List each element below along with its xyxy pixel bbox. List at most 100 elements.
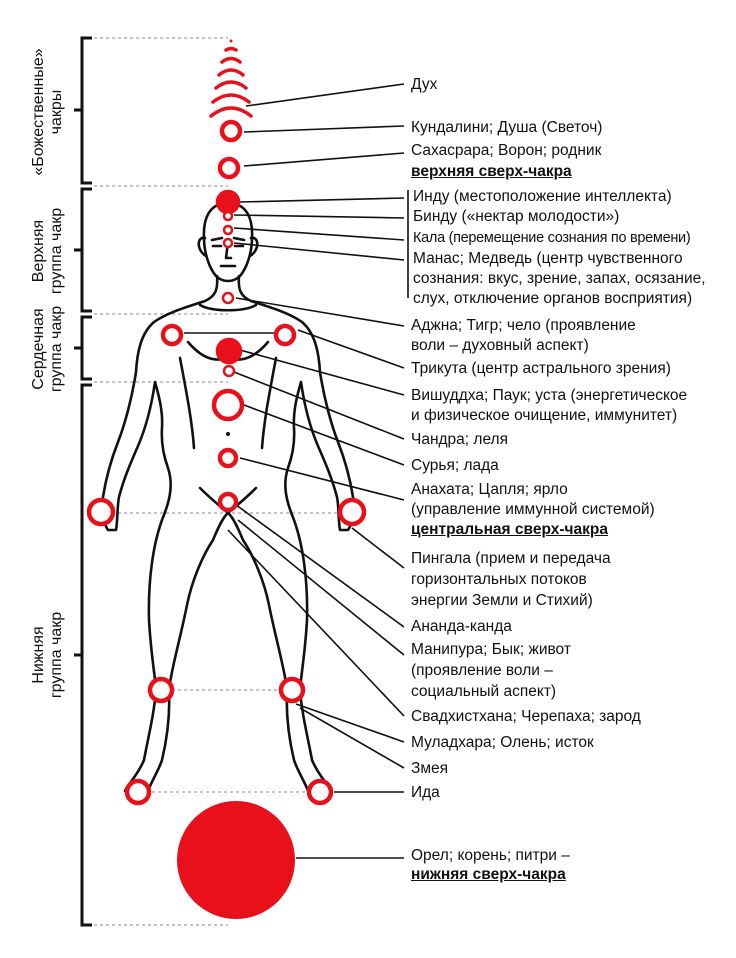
leader-manas (233, 242, 405, 261)
chakra-foot-right (306, 778, 334, 806)
leader-trikuta (297, 329, 405, 369)
leader-ananda (231, 501, 405, 628)
torso-detail-right (260, 356, 278, 450)
chakra-ajna (221, 291, 235, 305)
leader-pingala (351, 527, 405, 569)
hip-lines (198, 486, 258, 515)
face-brow (210, 236, 246, 242)
leader-indu (239, 197, 405, 203)
label-manipura-1: Манипура; Бык; живот (411, 641, 571, 658)
group-label-upper: Верхняя группа чакр (30, 208, 66, 294)
chakra-earth (177, 801, 295, 919)
chakra-circles (86, 119, 367, 919)
chakra-manas (222, 237, 234, 249)
bracket-upper (80, 187, 92, 313)
group-brackets (80, 36, 92, 927)
group-label-line: Сердечная (30, 308, 47, 390)
torso-detail-left (178, 356, 196, 450)
label-ananda: Ананда-канда (411, 618, 512, 635)
label-orel-2: нижняя сверх-чакра (411, 864, 566, 885)
central-super-text: центральная сверх-чакра (411, 521, 608, 538)
label-vishuddha-2: и физическое очищение, иммунитет) (411, 407, 678, 424)
label-bindu: Бинду («нектар молодости») (413, 208, 620, 225)
chakra-indu (215, 189, 241, 215)
bracket-ticks (74, 108, 82, 657)
chakra-dot (226, 432, 230, 436)
group-label-line: чакры (48, 89, 65, 135)
leader-ajna (235, 297, 405, 327)
leader-kundalini (243, 125, 405, 133)
label-duh: Дух (411, 76, 438, 93)
upper-super-text: верхняя сверх-чакра (411, 163, 572, 180)
chakra-knee-left (147, 676, 175, 704)
ear-left (197, 236, 208, 258)
leader-muladhara (295, 703, 405, 743)
chakra-surya-right (273, 323, 297, 347)
label-pingala-3: энергии Земли и Стихий) (411, 592, 593, 609)
divine-waves (209, 39, 253, 118)
body-outline (101, 201, 355, 795)
label-manipura-3: социальный аспект) (411, 683, 557, 700)
chakra-bindu (222, 210, 234, 222)
label-anahata-2: (управление иммунной системой) (411, 501, 655, 518)
label-manas-1: Манас; Медведь (центр чувственного (413, 250, 683, 267)
label-kala: Кала (перемещение сознания по времени) (413, 230, 691, 246)
chakra-hand-right (337, 497, 367, 527)
leader-surya (243, 404, 405, 466)
bracket-heart (80, 315, 92, 381)
group-label-divine: «Божественные» чакры (30, 48, 66, 175)
chakra-knee-right (278, 676, 306, 704)
chakra-svadhi (217, 491, 239, 513)
label-manas-3: слух, отключение органов восприятия) (413, 290, 693, 307)
label-trikuta: Трикута (центр астрального зрения) (411, 360, 671, 377)
leader-kala (233, 227, 405, 241)
dashed-guides (94, 37, 340, 926)
leader-vishuddha (239, 349, 405, 396)
chakra-vishuddha (215, 337, 243, 365)
group-label-heart: Сердечная группа чакр (30, 306, 66, 392)
chakra-sahasrara (217, 156, 241, 180)
label-surya: Сурья; лада (411, 457, 499, 474)
leader-chandra (233, 371, 405, 440)
chakra-anahata (211, 388, 245, 422)
chakra-foot-left (124, 778, 152, 806)
chakra-small-throat (222, 364, 236, 378)
label-anahata-1: Анахата; Цапля; ярло (411, 481, 568, 498)
label-vishuddha-1: Вишуддха; Паук; уста (энергетическое (411, 387, 688, 404)
leader-svadhi (227, 529, 405, 717)
label-manipura-2: (проявление воли – (411, 662, 553, 679)
label-indu: Инду (местоположение интеллекта) (413, 188, 672, 205)
group-label-line: группа чакр (48, 207, 65, 295)
lower-super-text: нижняя сверх-чакра (411, 866, 566, 883)
group-label-line: группа чакр (48, 305, 65, 393)
label-zmeya: Змея (411, 760, 449, 777)
leader-lines (184, 83, 409, 859)
label-chandra: Чандра; леля (411, 431, 508, 448)
leader-manipura (237, 519, 405, 656)
label-ida: Ида (411, 784, 440, 801)
bracket-lower (80, 383, 92, 927)
label-pingala-2: горизонтальных потоков (411, 571, 587, 588)
group-label-line: Нижняя (30, 626, 47, 684)
label-pingala-1: Пингала (прием и передача (411, 550, 611, 567)
chakra-hand-left (86, 497, 116, 527)
label-svadhi: Свадхистхана; Черепаха; зарод (411, 708, 641, 725)
ear-right (248, 236, 259, 258)
label-ajna-2: воли – духовный аспект) (411, 337, 589, 354)
label-muladhara: Муладхара; Олень; исток (411, 734, 594, 751)
leader-sahasrara (243, 152, 405, 167)
label-upper-super: верхняя сверх-чакра (411, 161, 572, 182)
bracket-divine (80, 36, 92, 185)
collar-line (198, 303, 258, 312)
label-ajna-1: Аджна; Тигр; чело (проявление (411, 317, 636, 334)
group-label-line: «Божественные» (30, 48, 47, 176)
chakra-manipura (217, 447, 239, 469)
group-label-line: Верхняя (30, 219, 47, 283)
leader-zmeya (299, 707, 405, 769)
group-label-line: группа чакр (48, 611, 65, 699)
leader-duh (245, 83, 405, 107)
chakra-kundalini (219, 119, 243, 143)
label-sahasrara: Сахасрара; Ворон; родник (411, 142, 602, 159)
leader-anahata (239, 457, 405, 501)
